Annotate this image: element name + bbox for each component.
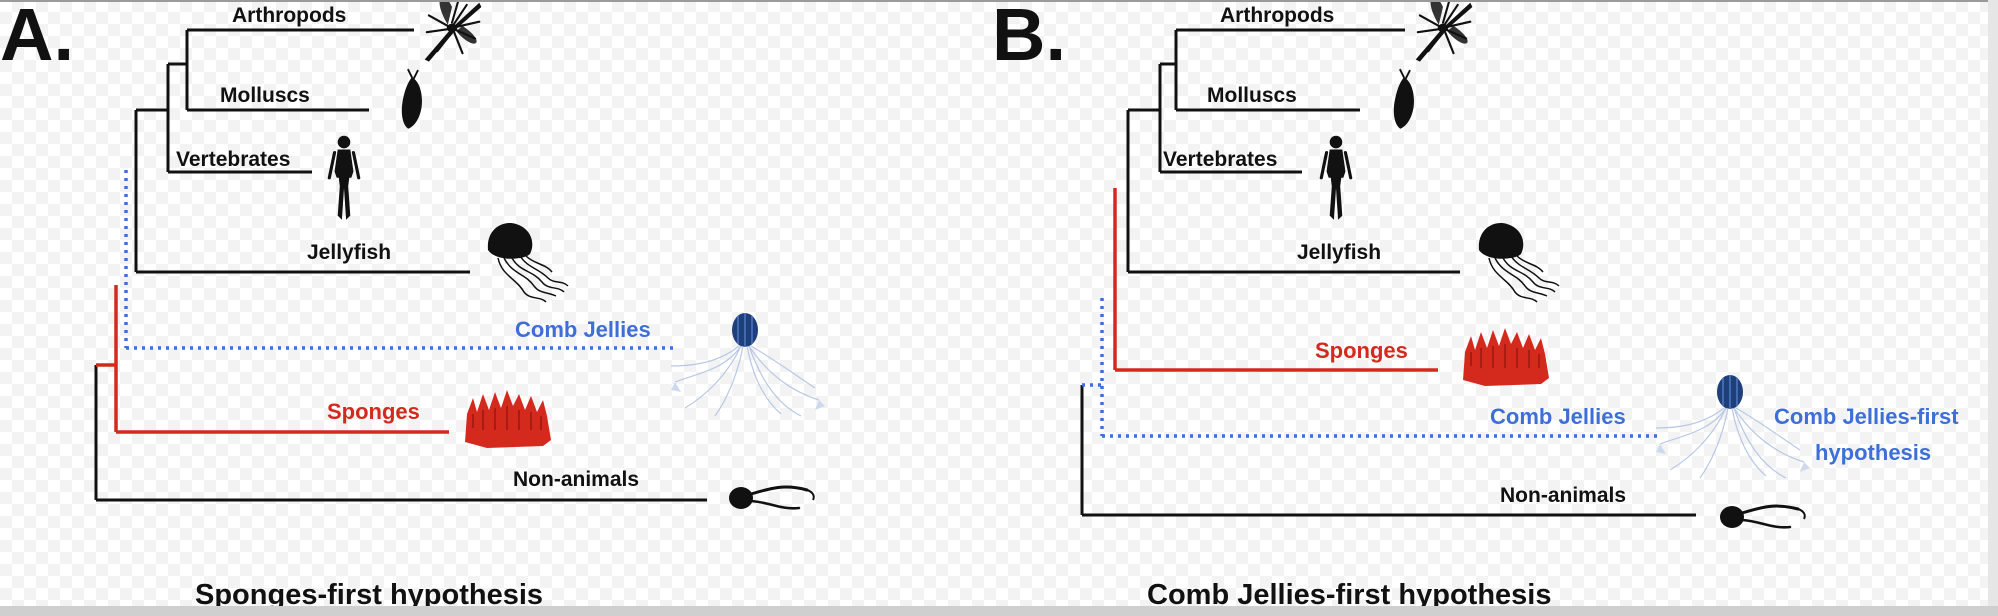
panel-b-comb-branch <box>1082 298 1660 438</box>
human-icon <box>327 134 361 222</box>
label-molluscs-b: Molluscs <box>1207 84 1297 107</box>
panel-a-sponge-branch <box>96 285 449 434</box>
label-sponges: Sponges <box>327 399 420 424</box>
panel-b: B. Arthropods Molluscs V <box>992 0 1959 611</box>
label-non-animals: Non-animals <box>513 468 639 491</box>
bottom-bar <box>0 606 1998 616</box>
label-molluscs: Molluscs <box>220 84 310 107</box>
panel-b-letter: B. <box>992 0 1066 76</box>
slug-icon-b <box>1392 68 1415 130</box>
sponge-icon <box>464 389 552 449</box>
jellyfish-icon-b <box>1478 222 1560 303</box>
flagellate-icon <box>727 485 816 511</box>
slug-icon <box>400 68 423 130</box>
human-icon-b <box>1319 134 1353 222</box>
label-side-line2: hypothesis <box>1815 440 1931 465</box>
label-side-line1: Comb Jellies-first <box>1774 404 1959 429</box>
panel-b-sponge-branch <box>1113 188 1438 372</box>
label-non-animals-b: Non-animals <box>1500 484 1626 507</box>
comb-jelly-icon <box>670 312 826 417</box>
mosquito-icon-b <box>1414 0 1474 63</box>
mosquito-icon <box>423 0 483 63</box>
label-arthropods-b: Arthropods <box>1220 4 1334 27</box>
label-jellyfish: Jellyfish <box>307 241 391 264</box>
jellyfish-icon <box>487 222 569 303</box>
label-sponges-b: Sponges <box>1315 338 1408 363</box>
panel-a-comb-branch <box>124 170 674 350</box>
right-edge <box>1988 0 1998 616</box>
panel-a-letter: A. <box>0 0 74 76</box>
sponge-icon-b <box>1462 327 1550 387</box>
top-border <box>0 0 1998 2</box>
label-jellyfish-b: Jellyfish <box>1297 241 1381 264</box>
panel-a-tree <box>94 28 707 502</box>
label-comb-jellies-b: Comb Jellies <box>1490 404 1626 429</box>
label-comb-jellies: Comb Jellies <box>515 317 651 342</box>
label-vertebrates: Vertebrates <box>176 148 290 171</box>
panel-a-caption: Sponges-first hypothesis <box>195 579 543 611</box>
label-arthropods: Arthropods <box>232 4 346 27</box>
flagellate-icon-b <box>1718 504 1807 530</box>
panel-b-caption: Comb Jellies-first hypothesis <box>1147 579 1552 611</box>
panel-b-tree <box>1080 28 1696 517</box>
label-vertebrates-b: Vertebrates <box>1163 148 1277 171</box>
panel-a: A. Arthropods Molluscs V <box>0 0 826 611</box>
